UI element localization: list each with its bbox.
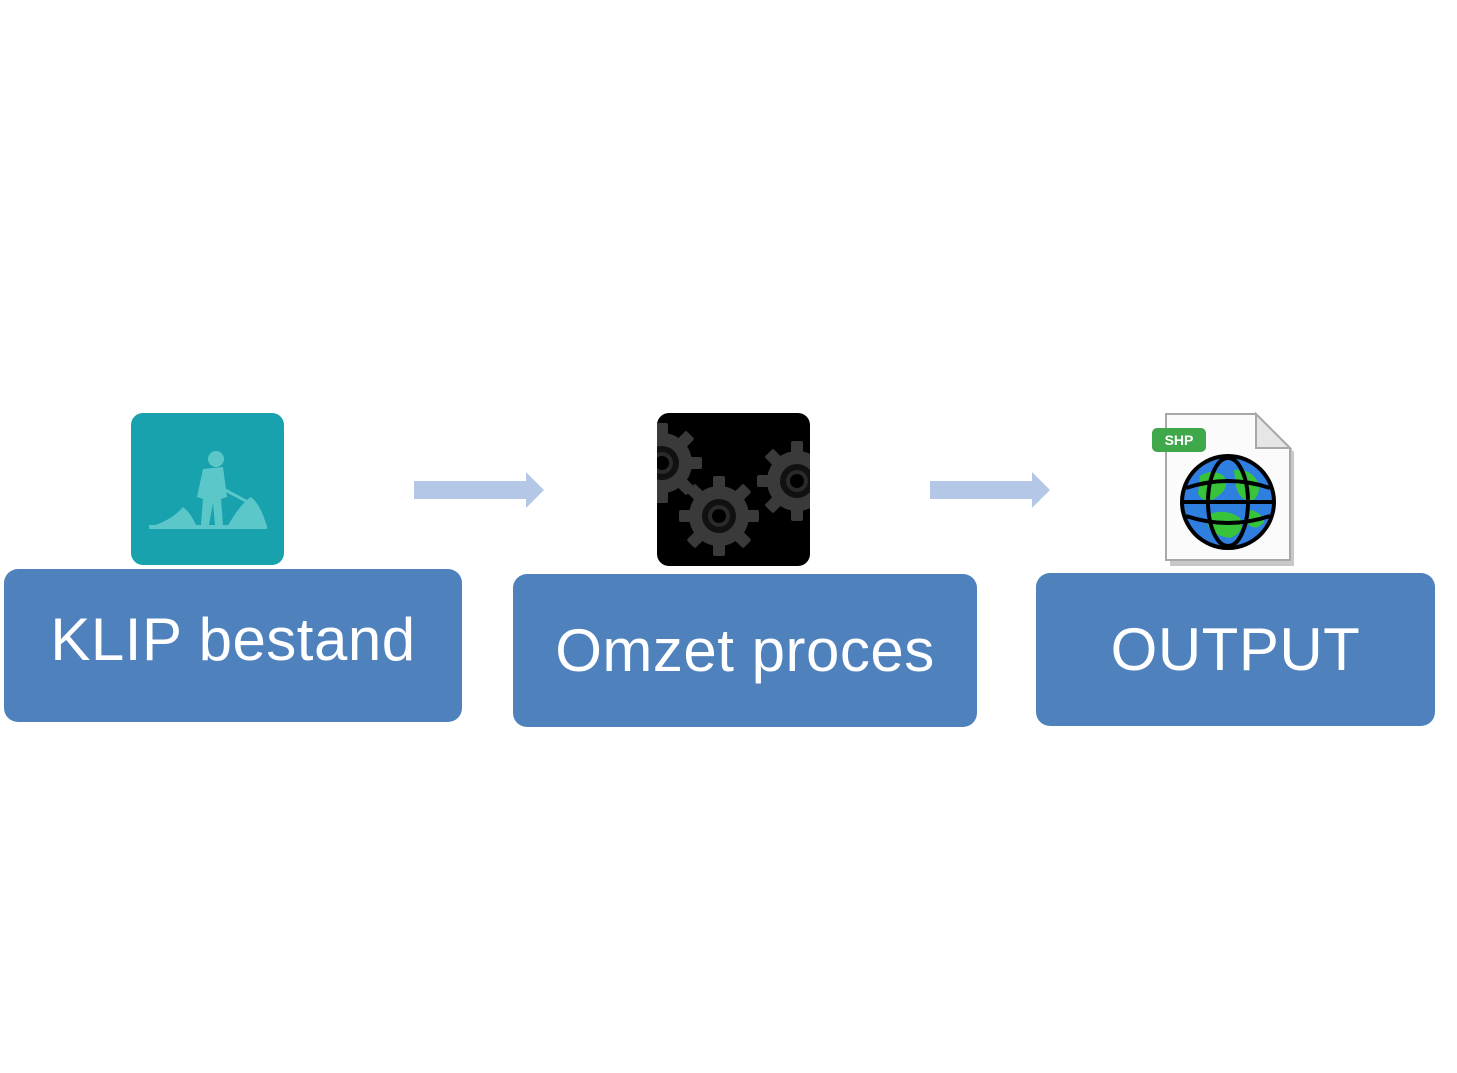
step-label: Omzet proces [555,617,935,684]
shapefile-globe-icon: SHP [1150,410,1300,568]
step-box-omzet-proces: Omzet proces [513,574,977,727]
shp-badge: SHP [1165,432,1194,448]
step-label: KLIP bestand [50,606,416,673]
step-box-output: OUTPUT [1036,573,1435,726]
digging-worker-icon [131,413,284,565]
arrow-right-icon [414,472,544,508]
arrow-right-icon [930,472,1050,508]
step-box-klip-bestand: KLIP bestand [4,569,462,722]
step-label: OUTPUT [1110,616,1361,683]
gears-icon [657,413,810,566]
